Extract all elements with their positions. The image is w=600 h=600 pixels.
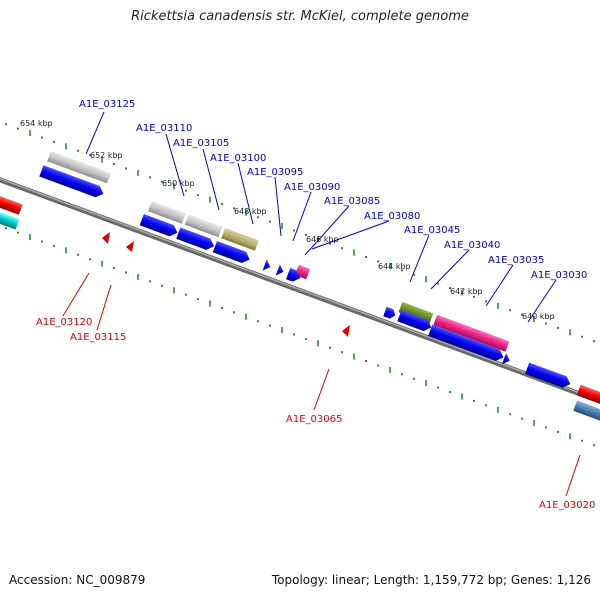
scale-label-654: 654 kbp [20,119,53,128]
feature-olive-03100[interactable] [221,227,259,251]
scale-label-644: 644 kbp [378,262,411,271]
reverse-marker-03065[interactable] [342,325,350,337]
page-title: Rickettsia canadensis str. McKiel, compl… [131,9,469,24]
feature-magenta-03040[interactable] [433,314,510,352]
gene-label-03080[interactable]: A1E_03080 [364,211,420,222]
feature-red-left[interactable] [0,194,23,215]
cds-arrow-03040[interactable] [428,324,505,363]
cds-arrow-03030[interactable] [525,362,572,390]
gene-label-03110[interactable]: A1E_03110 [136,123,192,134]
cds-arrow-03085[interactable] [286,267,302,284]
gene-label-03120[interactable]: A1E_03120 [36,317,92,328]
reverse-marker-03115[interactable] [126,241,134,252]
reverse-marker-03120[interactable] [102,232,110,244]
feature-steel-03020[interactable] [573,400,600,422]
gene-label-03100[interactable]: A1E_03100 [210,153,266,164]
gene-label-03090[interactable]: A1E_03090 [284,182,340,193]
cds-arrow-03100[interactable] [212,241,252,265]
feature-gray-03125[interactable] [47,150,111,184]
cds-arrow-03105[interactable] [176,227,216,252]
cds-arrow-03035[interactable] [501,352,512,366]
upper-scale-track [5,123,595,343]
feature-red-03020[interactable] [576,384,600,406]
gene-label-03125[interactable]: A1E_03125 [79,99,135,110]
scale-label-646: 646 kbp [306,235,339,244]
topology-summary: Topology: linear; Length: 1,159,772 bp; … [271,573,591,587]
feature-gray-03110[interactable] [148,200,186,224]
feature-cyan-left[interactable] [0,208,20,230]
gene-label-03040[interactable]: A1E_03040 [444,240,500,251]
cds-arrow-03080[interactable] [383,306,397,320]
gene-label-03035[interactable]: A1E_03035 [488,255,544,266]
gene-label-03030[interactable]: A1E_03030 [531,270,587,281]
feature-gray-03105[interactable] [184,214,223,238]
scale-label-642: 642 kbp [450,287,483,296]
cds-arrow-03045[interactable] [397,310,433,333]
gene-label-03085[interactable]: A1E_03085 [324,196,380,207]
cds-arrow-03125[interactable] [39,165,105,199]
cds-arrow-03090[interactable] [275,264,286,277]
gene-label-03105[interactable]: A1E_03105 [173,138,229,149]
genome-axis [0,177,600,404]
accession-text: Accession: NC_009879 [9,573,146,587]
leader-lines [62,111,581,497]
scale-label-652: 652 kbp [90,151,123,160]
gene-label-03065[interactable]: A1E_03065 [286,414,342,425]
gene-label-03045[interactable]: A1E_03045 [404,225,460,236]
lower-scale-track [5,227,595,447]
gene-label-03020[interactable]: A1E_03020 [539,500,595,511]
genome-axis-highlight [0,178,600,402]
gene-label-03095[interactable]: A1E_03095 [247,167,303,178]
scale-label-640: 640 kbp [522,312,555,321]
cds-arrow-03095[interactable] [262,259,273,272]
feature-green-03045[interactable] [398,301,434,324]
cds-arrow-03110[interactable] [139,214,180,238]
gene-label-03115[interactable]: A1E_03115 [70,332,126,343]
scale-label-650: 650 kbp [162,179,195,188]
